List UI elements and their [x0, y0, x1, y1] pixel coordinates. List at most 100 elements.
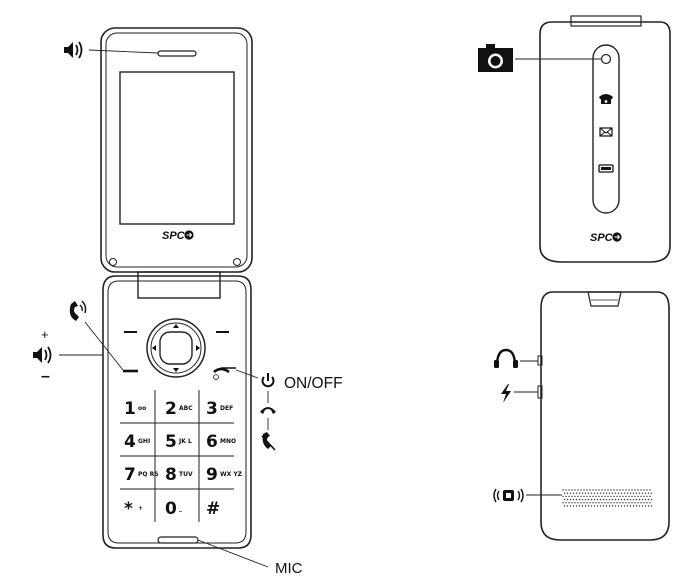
grille-dot — [608, 505, 611, 507]
svg-text:ON/OFF: ON/OFF — [284, 375, 343, 392]
grille-dot — [572, 498, 575, 501]
key-digit: 3 — [206, 399, 218, 419]
grille-dot — [571, 489, 573, 491]
grille-dot — [604, 502, 606, 504]
svg-text:SPC: SPC — [162, 230, 186, 242]
keypad-key-star[interactable]: *+ — [124, 499, 143, 519]
ok-button[interactable] — [159, 331, 193, 365]
grille-dot — [646, 502, 648, 504]
keypad-grid — [120, 390, 234, 522]
key-digit: 0 — [165, 499, 177, 519]
grille-dot — [599, 492, 602, 494]
grille-dot — [628, 502, 630, 504]
grille-dot — [625, 495, 627, 498]
charge-callout — [501, 384, 538, 403]
grille-dot — [614, 498, 617, 501]
grille-dot — [569, 505, 572, 507]
speaker-icon — [63, 41, 83, 59]
key-digit: 4 — [124, 432, 136, 452]
grille-dot — [586, 495, 588, 498]
grille-dot — [601, 489, 603, 491]
grille-dot — [601, 495, 603, 498]
grille-dot — [631, 495, 633, 498]
keypad-key-hash[interactable]: # — [206, 499, 220, 519]
grille-dot — [578, 492, 581, 494]
headphone-jack — [537, 355, 543, 366]
grille-dot — [646, 489, 648, 491]
key-letters: ABC — [179, 405, 193, 412]
display-screen — [119, 71, 235, 225]
svg-text:–: – — [41, 368, 50, 385]
grille-dot — [574, 495, 576, 498]
grille-dot — [601, 502, 603, 504]
grille-dot — [596, 505, 599, 507]
grille-dot — [650, 492, 653, 494]
grille-dot — [602, 498, 605, 501]
envelope-icon — [599, 127, 613, 137]
hang-up-icon — [260, 407, 276, 414]
grille-dot — [607, 489, 609, 491]
key-digit: # — [206, 499, 220, 519]
grille-dot — [635, 498, 638, 501]
grille-dot — [607, 502, 609, 504]
grille-dot — [640, 489, 642, 491]
grille-dot — [620, 505, 623, 507]
grille-dot — [632, 505, 635, 507]
grille-dot — [638, 498, 641, 501]
key-digit: 8 — [165, 465, 177, 485]
key-letters: MNO — [220, 438, 236, 445]
grille-dot — [575, 492, 578, 494]
grille-dot — [569, 498, 572, 501]
loudspeaker-grille — [562, 488, 652, 508]
grille-dot — [605, 505, 608, 507]
grille-dot — [578, 498, 581, 501]
earpiece-slot — [157, 50, 197, 57]
grille-dot — [565, 489, 567, 491]
grille-dot — [595, 495, 597, 498]
grille-dot — [632, 492, 635, 494]
grille-dot — [598, 489, 600, 491]
grille-dot — [622, 489, 624, 491]
headphones-callout — [494, 348, 538, 368]
closed-phone-back — [537, 291, 670, 541]
grille-dot — [583, 489, 585, 491]
grille-dot — [644, 498, 647, 501]
grille-dot — [610, 489, 612, 491]
key-letters: GHI — [138, 438, 150, 445]
grille-dot — [572, 505, 575, 507]
grille-dot — [598, 502, 600, 504]
grille-dot — [626, 498, 629, 501]
grille-dot — [608, 492, 611, 494]
grille-dot — [575, 505, 578, 507]
speaker-icon — [32, 346, 52, 364]
grille-dot — [631, 489, 633, 491]
grille-dot — [611, 498, 614, 501]
grille-dot — [584, 492, 587, 494]
grille-dot — [590, 505, 593, 507]
grille-dot — [634, 489, 636, 491]
grille-dot — [647, 498, 650, 501]
grille-dot — [577, 502, 579, 504]
svg-text:+: + — [41, 327, 49, 342]
earpiece-callout — [63, 41, 159, 59]
grille-dot — [563, 498, 566, 501]
function-keys — [123, 331, 236, 380]
key-digit: 9 — [206, 465, 218, 485]
call-callout — [69, 300, 124, 371]
end-key[interactable] — [213, 367, 236, 380]
keypad-key-0[interactable]: 0_ — [165, 499, 182, 519]
grille-dot — [587, 505, 590, 507]
grille-dot — [574, 489, 576, 491]
grille-dot — [602, 505, 605, 507]
grille-dot — [647, 492, 650, 494]
navigation-pad[interactable] — [146, 318, 206, 378]
